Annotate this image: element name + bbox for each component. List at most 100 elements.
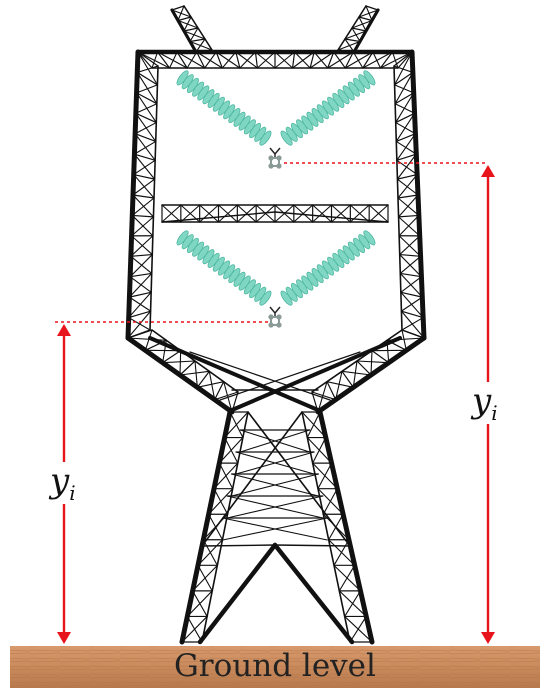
left-column-strut: [137, 51, 159, 67]
left-peak-brace: [177, 5, 185, 22]
left-column-brace: [131, 197, 155, 216]
right-peak-strut: [365, 5, 379, 11]
waist-brace: [219, 351, 361, 401]
top-beam-brace: [327, 51, 354, 69]
mid-beam-brace: [293, 204, 314, 223]
leg-strut: [274, 544, 351, 547]
left-column-brace: [129, 254, 153, 278]
top-beam-brace: [256, 51, 276, 69]
left-shoulder-brace: [194, 360, 198, 388]
left-shoulder-brace: [179, 350, 182, 376]
right-column-strut: [400, 310, 424, 319]
right-column-brace: [396, 133, 416, 161]
left-shoulder-brace: [127, 337, 167, 341]
clamp-part: [276, 163, 282, 169]
right-column-brace: [395, 140, 417, 155]
right-column-brace: [394, 71, 414, 105]
right-leg-brace: [312, 462, 338, 490]
clamp-part: [274, 147, 281, 155]
upper-right-insulator: [280, 70, 376, 146]
left-column-brace: [133, 159, 156, 176]
lower-left-insulator: [176, 230, 272, 306]
right-shoulder-brace: [370, 350, 373, 376]
left-column-brace: [133, 153, 156, 180]
body-brace: [235, 451, 315, 475]
top-beam-brace: [379, 51, 413, 69]
top-beam-strut: [254, 51, 259, 69]
right-shoulder-strut: [356, 360, 372, 376]
left-column-brace: [130, 235, 154, 257]
left-column-strut: [135, 92, 158, 105]
left-column-strut: [128, 310, 152, 319]
right-peak-brace: [344, 30, 367, 40]
left-column-brace: [135, 112, 157, 142]
top-beam-strut: [309, 51, 315, 69]
right-leg-brace: [344, 615, 373, 643]
right-leg-brace: [306, 437, 333, 464]
top-beam-brace: [169, 51, 178, 69]
top-beam-strut: [291, 51, 296, 69]
top-beam-brace: [215, 51, 241, 69]
top-beam-strut: [215, 51, 223, 69]
left-peak-brace: [177, 19, 199, 29]
top-beam-brace: [274, 51, 294, 69]
left-column-brace: [128, 272, 153, 298]
clamp-part: [268, 155, 274, 161]
top-beam-strut: [196, 51, 206, 69]
right-column-strut: [399, 253, 422, 257]
ground-label: Ground level: [174, 648, 376, 684]
right-column-strut: [393, 71, 414, 86]
right-shoulder-strut: [401, 329, 425, 339]
right-column-strut: [396, 173, 418, 180]
right-leg-inner: [301, 411, 351, 643]
left-column-brace: [127, 310, 152, 339]
left-column-strut: [134, 133, 157, 143]
left-column-brace: [134, 133, 156, 161]
right-shoulder-strut: [341, 370, 354, 388]
body-brace: [231, 473, 319, 497]
top-beam-brace: [157, 51, 188, 69]
left-column-strut: [133, 173, 156, 180]
clamp-part: [270, 316, 280, 326]
left-peak-brace: [171, 9, 192, 18]
left-column-brace: [132, 194, 154, 218]
left-shoulder-strut: [214, 381, 225, 401]
mid-beam-brace: [368, 204, 389, 223]
right-column-strut: [396, 153, 417, 161]
right-peak-brace: [365, 5, 373, 22]
top-beam-brace: [151, 51, 159, 69]
right-peak-strut: [351, 27, 367, 32]
left-column-brace: [136, 84, 158, 94]
mid-beam-sag: [161, 211, 276, 223]
lattice-tower: [125, 5, 427, 645]
mid-beam-brace: [217, 204, 238, 223]
left-column-brace: [133, 174, 155, 199]
left-height-label: yi: [48, 461, 76, 505]
mid-beam-brace: [312, 204, 333, 223]
left-leg-brace: [213, 462, 239, 490]
top-beam-brace: [176, 51, 206, 69]
left-shoulder-strut: [179, 360, 196, 376]
left-peak-brace: [183, 30, 206, 40]
right-column-strut: [395, 133, 417, 143]
left-column-brace: [128, 291, 152, 319]
right-peak-brace: [358, 16, 367, 32]
right-shoulder-brace: [401, 329, 407, 351]
top-beam-brace: [235, 51, 258, 69]
left-peak-brace: [189, 40, 213, 51]
left-column-strut: [136, 71, 159, 86]
right-column-brace: [400, 310, 425, 339]
top-beam-brace: [204, 51, 217, 69]
top-beam-strut: [379, 51, 394, 69]
top-beam-brace: [254, 51, 276, 69]
left-leg-brace: [224, 411, 249, 439]
right-shoulder-brace: [356, 360, 390, 364]
clamp-part: [276, 155, 282, 161]
right-leg-brace: [338, 590, 367, 617]
clamp-part: [274, 306, 281, 314]
right-leg-brace: [317, 488, 344, 515]
insulator-disc: [280, 290, 293, 306]
left-column-brace: [133, 140, 157, 155]
left-shoulder-brace: [208, 370, 216, 401]
left-column-brace: [137, 51, 158, 86]
